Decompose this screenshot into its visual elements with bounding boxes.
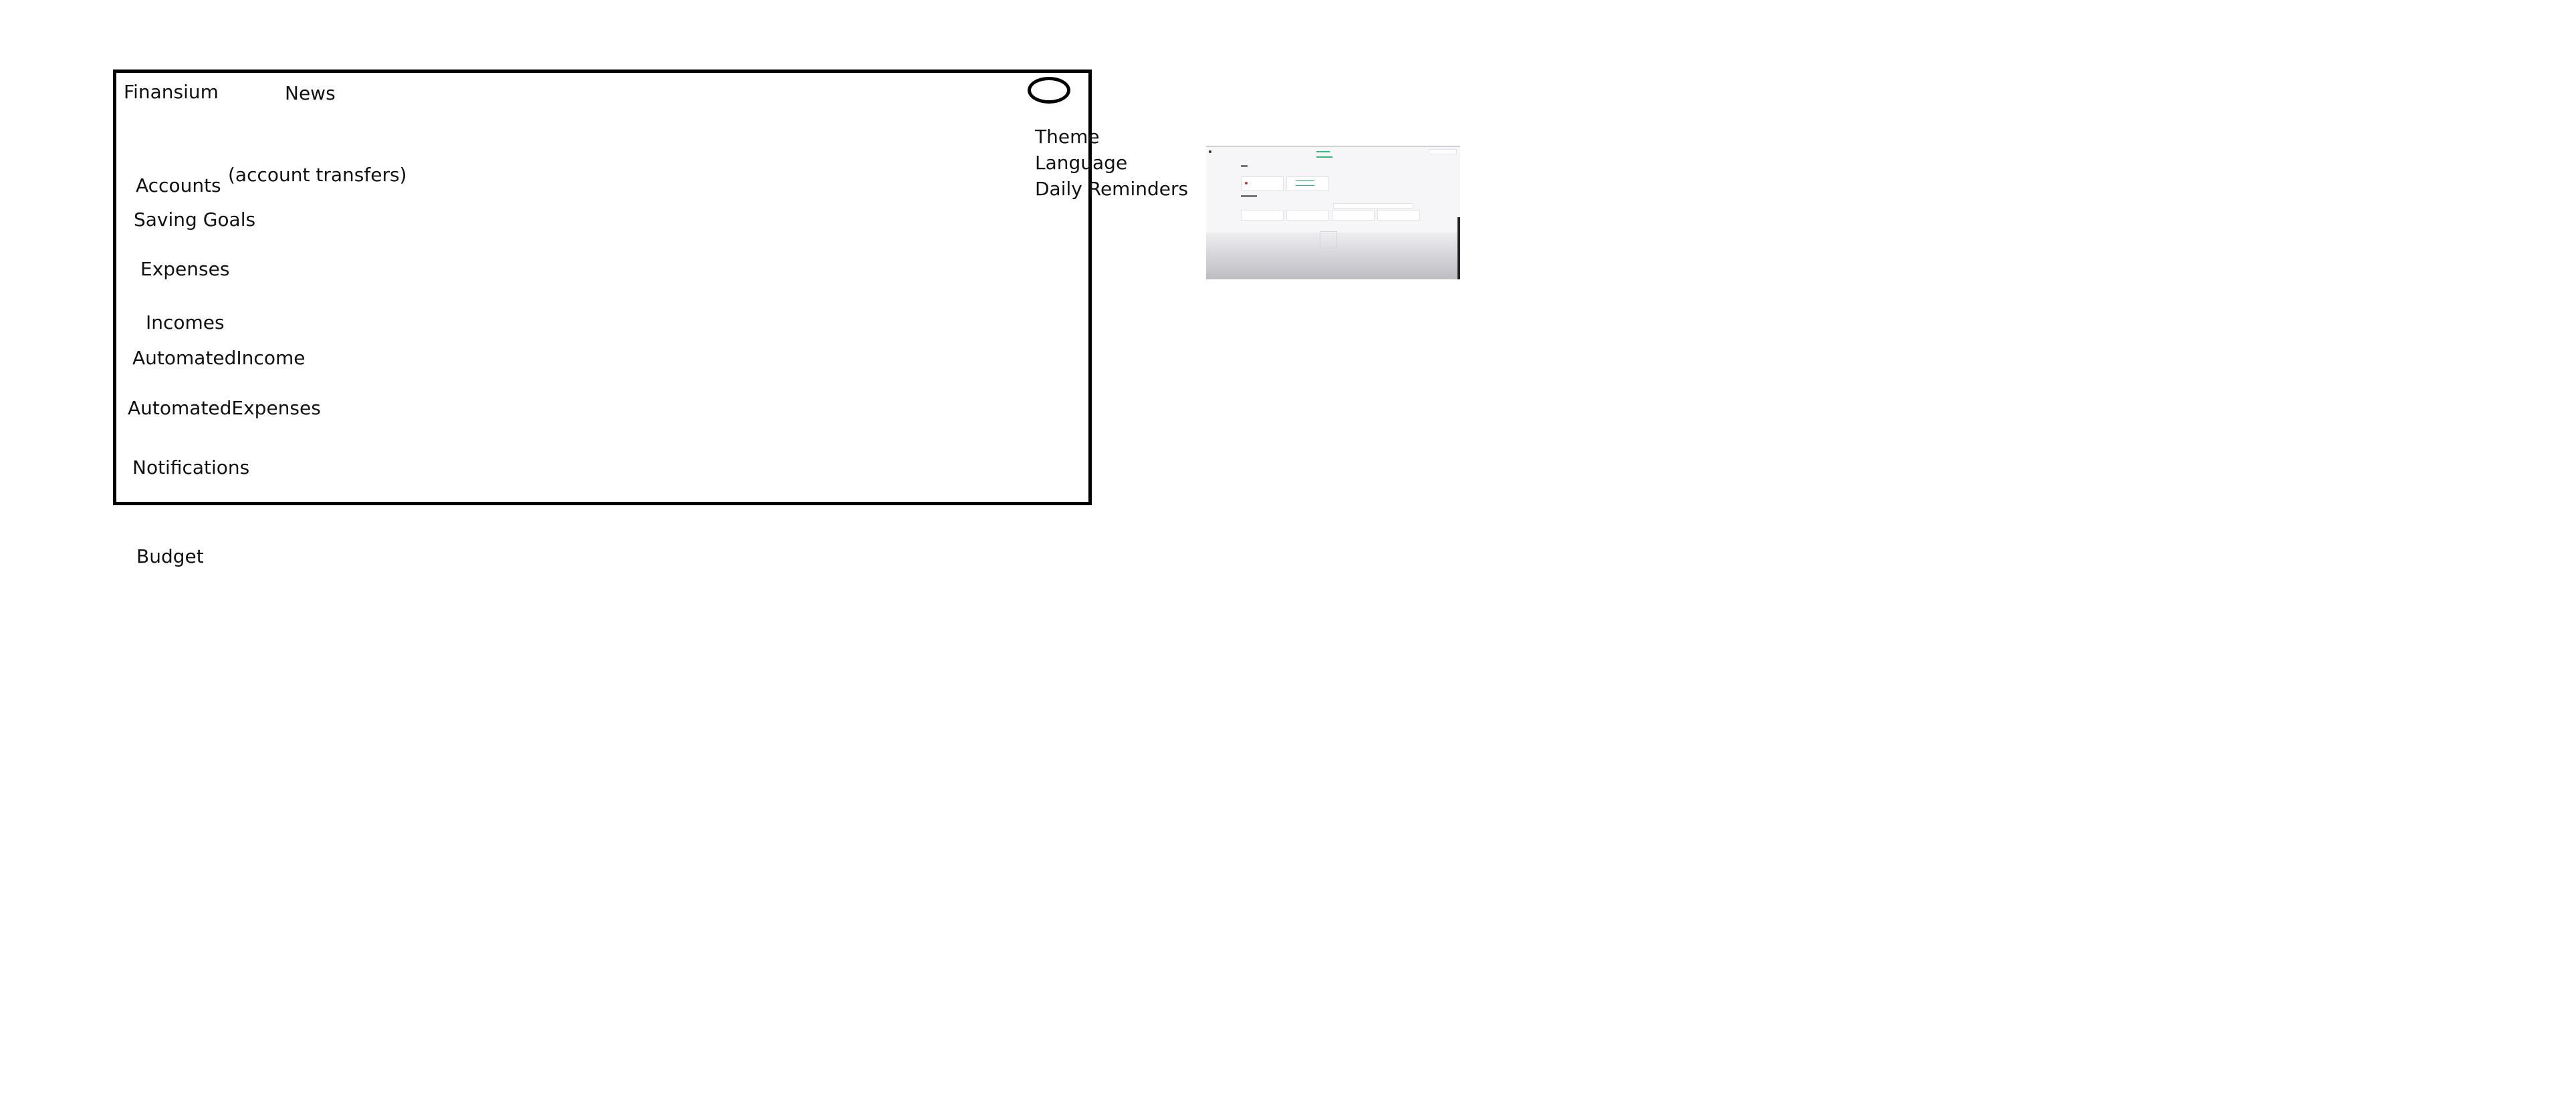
nav-item-notifications[interactable]: Notifications	[132, 456, 250, 478]
thumb-active-tab	[1316, 151, 1330, 152]
nav-item-accounts[interactable]: Accounts	[136, 174, 221, 196]
thumb-footer-gradient	[1206, 233, 1460, 279]
user-circle-icon[interactable]	[1028, 77, 1070, 104]
budget-label: Budget	[136, 545, 204, 567]
brand-logo-text[interactable]: Finansium	[124, 81, 219, 103]
thumb-section-title-2	[1241, 195, 1257, 197]
nav-item-automated-expenses[interactable]: AutomatedExpenses	[128, 397, 321, 419]
account-transfers-note: (account transfers)	[228, 164, 407, 186]
thumb-card-right-line1	[1296, 180, 1314, 181]
thumb-card-dot	[1245, 182, 1248, 184]
thumb-card-right	[1286, 176, 1329, 191]
thumb-card-left	[1241, 176, 1284, 191]
thumb-tile-2	[1286, 210, 1329, 221]
menu-item-language[interactable]: Language	[1035, 152, 1128, 174]
thumb-tab-underline	[1316, 156, 1332, 158]
nav-item-saving-goals[interactable]: Saving Goals	[134, 209, 256, 231]
thumb-empty-state-icon	[1320, 231, 1337, 249]
thumb-section-title	[1241, 165, 1248, 167]
thumb-search-bar	[1333, 203, 1413, 209]
thumb-logo-icon	[1209, 150, 1211, 153]
nav-item-incomes[interactable]: Incomes	[146, 311, 225, 333]
thumb-scrollbar	[1457, 217, 1460, 279]
thumb-tile-4	[1377, 210, 1420, 221]
menu-item-daily-reminders[interactable]: Daily Reminders	[1035, 178, 1189, 200]
news-link[interactable]: News	[285, 82, 336, 104]
app-frame	[113, 70, 1092, 505]
menu-item-theme[interactable]: Theme	[1035, 126, 1100, 148]
thumb-tile-3	[1332, 210, 1375, 221]
thumb-tile-1	[1241, 210, 1284, 221]
thumb-card-right-line2	[1296, 185, 1314, 186]
thumb-user-chip	[1429, 149, 1457, 154]
nav-item-expenses[interactable]: Expenses	[140, 258, 230, 280]
app-screen-thumbnail	[1206, 146, 1460, 279]
nav-item-automated-income[interactable]: AutomatedIncome	[132, 347, 306, 369]
